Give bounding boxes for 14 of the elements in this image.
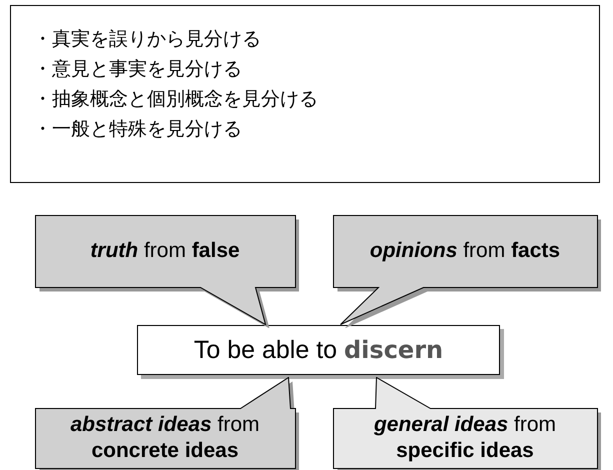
speech-bubble <box>35 215 299 328</box>
bubble-text: opinions from facts <box>368 238 562 264</box>
list-item: ・真実を誤りから見分ける <box>33 27 261 52</box>
bubble-text: general ideas from specific ideas <box>372 412 558 464</box>
speech-bubble <box>333 377 601 470</box>
text-box <box>10 5 600 183</box>
bubble-text: abstract ideas from concrete ideas <box>69 412 261 464</box>
list-item: ・意見と事実を見分ける <box>33 57 242 82</box>
speech-bubble <box>333 215 601 328</box>
heading-text: To be able to discern <box>194 336 444 364</box>
list-item: ・抽象概念と個別概念を見分ける <box>33 87 318 112</box>
speech-bubble <box>35 377 299 470</box>
bubble-text: truth from false <box>89 238 241 264</box>
list-item: ・一般と特殊を見分ける <box>33 117 242 142</box>
